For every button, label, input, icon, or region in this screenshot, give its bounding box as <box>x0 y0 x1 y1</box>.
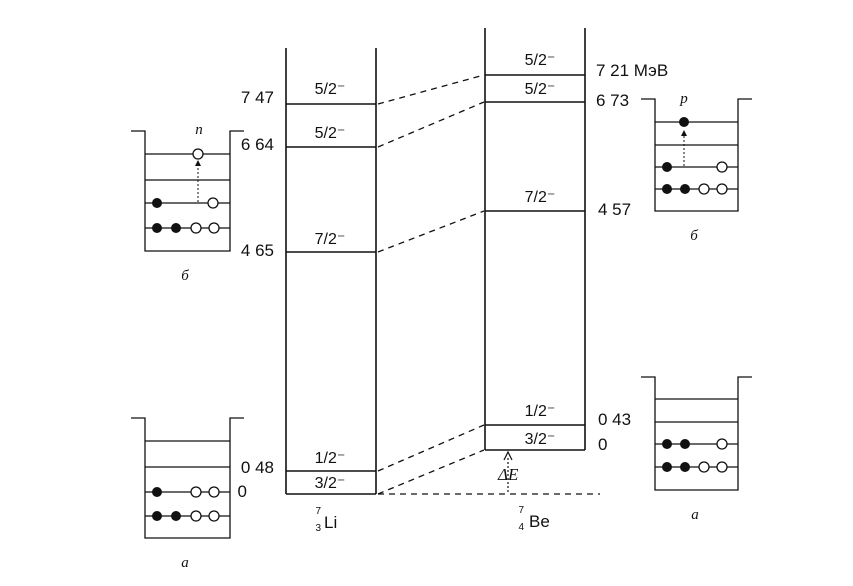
li-symbol: Li <box>324 513 337 532</box>
be-energy-1: 6 73 <box>596 91 629 110</box>
coulomb-shift: ΔE <box>497 450 519 492</box>
be-energy-0: 7 21 МэВ <box>596 61 668 80</box>
li-energy-0: 7 47 <box>241 88 274 107</box>
li-charge-number: 3 <box>315 523 321 534</box>
neutron-label: n <box>195 122 203 138</box>
li-energy-1: 6 64 <box>241 135 274 154</box>
be-symbol: Be <box>529 512 550 531</box>
li-column: 5/2⁻ 5/2⁻ 7/2⁻ 1/2⁻ 3/2⁻ 7 47 6 64 4 65 … <box>238 48 377 534</box>
li-spin-0: 5/2⁻ <box>315 81 346 98</box>
be-spin-3: 1/2⁻ <box>525 403 556 420</box>
be-spin-4: 3/2⁻ <box>525 431 556 448</box>
li-spin-1: 5/2⁻ <box>315 125 346 142</box>
li-spin-4: 3/2⁻ <box>315 475 346 492</box>
be-charge-number: 4 <box>518 522 524 533</box>
well-left-excited: n б <box>131 122 244 284</box>
li-energy-4: 0 <box>238 482 247 501</box>
li-energy-3: 0 48 <box>241 458 274 477</box>
well-left-excited-caption: б <box>181 268 189 284</box>
proton-label: p <box>679 91 688 107</box>
delta-e-label: ΔE <box>497 465 519 484</box>
be-energy-2: 4 57 <box>598 200 631 219</box>
well-left-ground-caption: а <box>181 555 189 571</box>
well-left-ground: а <box>131 417 244 571</box>
well-right-ground: а <box>641 376 752 523</box>
li-spin-3: 1/2⁻ <box>315 450 346 467</box>
be-column: 5/2⁻ 5/2⁻ 7/2⁻ 1/2⁻ 3/2⁻ 7 21 МэВ 6 73 4… <box>484 28 668 533</box>
be-energy-3: 0 43 <box>598 410 631 429</box>
well-right-excited: p б <box>641 91 752 244</box>
level-connectors <box>377 74 600 495</box>
well-right-excited-caption: б <box>690 228 698 244</box>
li-spin-2: 7/2⁻ <box>315 231 346 248</box>
be-spin-0: 5/2⁻ <box>525 52 556 69</box>
be-spin-1: 5/2⁻ <box>525 81 556 98</box>
well-right-ground-caption: а <box>691 507 699 523</box>
arrow-up-icon <box>503 450 513 461</box>
li-mass-number: 7 <box>315 506 321 517</box>
be-spin-2: 7/2⁻ <box>525 189 556 206</box>
be-energy-4: 0 <box>598 435 607 454</box>
be-mass-number: 7 <box>518 505 524 516</box>
li-energy-2: 4 65 <box>241 241 274 260</box>
